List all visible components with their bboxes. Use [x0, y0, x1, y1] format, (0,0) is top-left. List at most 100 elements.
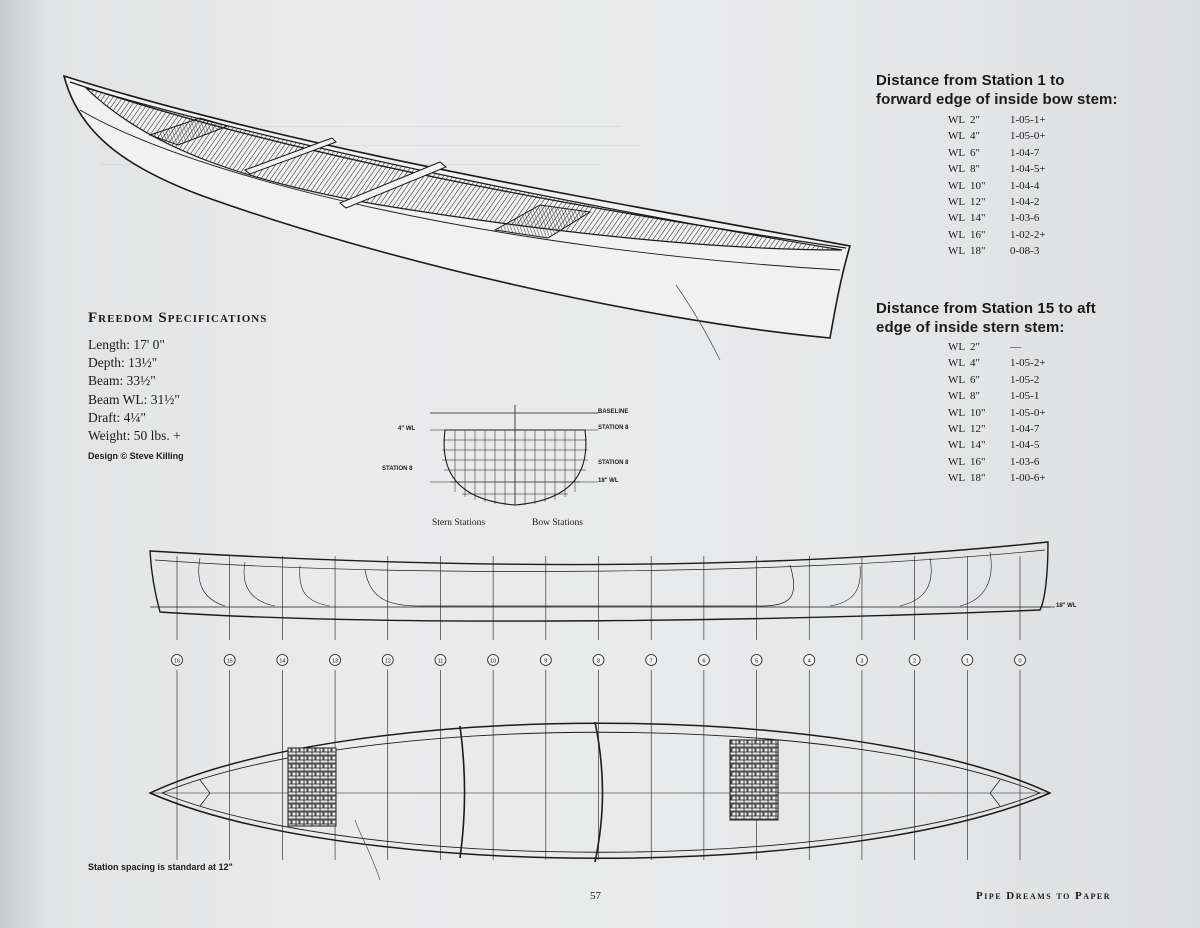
design-credit: Design © Steve Killing [88, 451, 184, 462]
station-marker-circle [434, 654, 447, 666]
station-marker: 3 [856, 654, 868, 666]
waterline-depth: 16" [970, 455, 986, 468]
station-marker: 16 [171, 654, 183, 666]
offset-value: 1-05-0+ [1010, 406, 1046, 419]
station-marker-label: 3 [860, 658, 863, 664]
station-marker-circle [645, 654, 658, 666]
station-marker-circle [697, 654, 710, 666]
wl-label: WL [948, 245, 966, 258]
waterline-depth: 8" [970, 163, 980, 176]
waterline-depth: 14" [970, 212, 986, 225]
station-marker-label: 8 [597, 658, 600, 664]
station-marker: 0 [1014, 654, 1026, 666]
offset-value: 1-04-7 [1010, 146, 1040, 159]
page-number: 57 [590, 890, 601, 902]
waterline-depth: 10" [970, 179, 986, 192]
station-marker-circle [1014, 654, 1026, 666]
station-marker: 9 [539, 654, 552, 666]
station-marker: 7 [645, 654, 658, 666]
station-marker-circle [381, 654, 394, 666]
wl4-label: 4" WL [398, 426, 416, 432]
station-marker-label: 2 [913, 658, 916, 664]
running-head: Pipe Dreams to Paper [976, 890, 1112, 902]
station-marker-label: 10 [490, 658, 496, 664]
station-lines [176, 556, 1021, 860]
station-marker-label: 0 [1018, 658, 1021, 664]
wl-label: WL [948, 212, 966, 225]
wl-label: WL [948, 455, 966, 468]
wl-label: WL [948, 130, 966, 143]
offset-value: 1-04-2 [1010, 196, 1040, 209]
waterline-depth: 18" [970, 245, 986, 258]
station-marker-circle [908, 654, 921, 666]
station-marker-circle [803, 654, 816, 666]
station-marker-label: 6 [702, 658, 705, 664]
station-spacing-note: Station spacing is standard at 12" [88, 862, 233, 872]
bow-table-heading: Distance from Station 1 to forward edge … [876, 71, 1118, 109]
wl-label: WL [948, 179, 966, 192]
station-marker-circle [856, 654, 868, 666]
spec-weight: Weight: 50 lbs. + [88, 428, 181, 444]
station-marker-label: 15 [227, 658, 233, 664]
offset-value: 1-04-7 [1010, 423, 1040, 436]
waterline-depth: 8" [970, 390, 980, 403]
station-marker-circle [539, 654, 552, 666]
offset-value: — [1010, 341, 1021, 353]
wl-label: WL [948, 357, 966, 370]
station-left-label: STATION 8 [382, 466, 413, 472]
bow-heading-line2: forward edge of inside bow stem: [876, 91, 1118, 108]
spec-depth: Depth: 13½" [88, 355, 158, 371]
waterline-depth: 6" [970, 373, 980, 386]
station-marker-circle [329, 654, 341, 666]
stern-table-heading: Distance from Station 15 to aft edge of … [876, 299, 1096, 337]
wl-label: WL [948, 373, 966, 386]
waterline-depth: 12" [970, 196, 986, 209]
station-marker: 2 [908, 654, 921, 666]
wl-label: WL [948, 390, 966, 403]
station-marker-label: 1 [966, 658, 969, 664]
offset-value: 1-00-6+ [1010, 472, 1046, 485]
station-marker: 14 [276, 654, 289, 666]
waterline-depth: 12" [970, 423, 986, 436]
station-marker-label: 4 [808, 658, 811, 664]
wl-label: WL [948, 163, 966, 176]
station-marker-circle [487, 654, 500, 666]
station-marker: 11 [434, 654, 447, 666]
station-marker-label: 13 [332, 658, 338, 664]
wl-label: WL [948, 406, 966, 419]
station-marker: 13 [329, 654, 341, 666]
station-marker-circle [961, 654, 974, 666]
stern-offset-row: WL 8" 1-05-1 [948, 388, 1080, 404]
profile-wl-label: 18" WL [1056, 603, 1077, 609]
waterline-depth: 10" [970, 406, 986, 419]
waterline-depth: 6" [970, 146, 980, 159]
stern-stations-caption: Stern Stations [432, 518, 486, 528]
baseline-label: BASELINE [598, 409, 629, 415]
bow-stations-caption: Bow Stations [532, 518, 583, 528]
stern-heading-line1: Distance from Station 15 to aft [876, 300, 1096, 317]
offset-value: 1-05-1+ [1010, 114, 1046, 126]
station-marker: 12 [381, 654, 394, 666]
station-marker-circle [171, 654, 183, 666]
offset-value: 1-05-0+ [1010, 130, 1046, 143]
station-marker-label: 11 [438, 658, 444, 664]
offset-value: 0-08-3 [1010, 245, 1040, 258]
stern-offset-row: WL 6" 1-05-2 [948, 372, 1080, 388]
station-marker: 4 [803, 654, 816, 666]
offset-value: 1-05-2 [1010, 373, 1040, 386]
specifications-title: Freedom Specifications [88, 310, 268, 326]
offset-value: 1-05-1 [1010, 390, 1040, 403]
specifications-list: Length: 17' 0" Depth: 13½" Beam: 33½" Be… [88, 336, 184, 465]
